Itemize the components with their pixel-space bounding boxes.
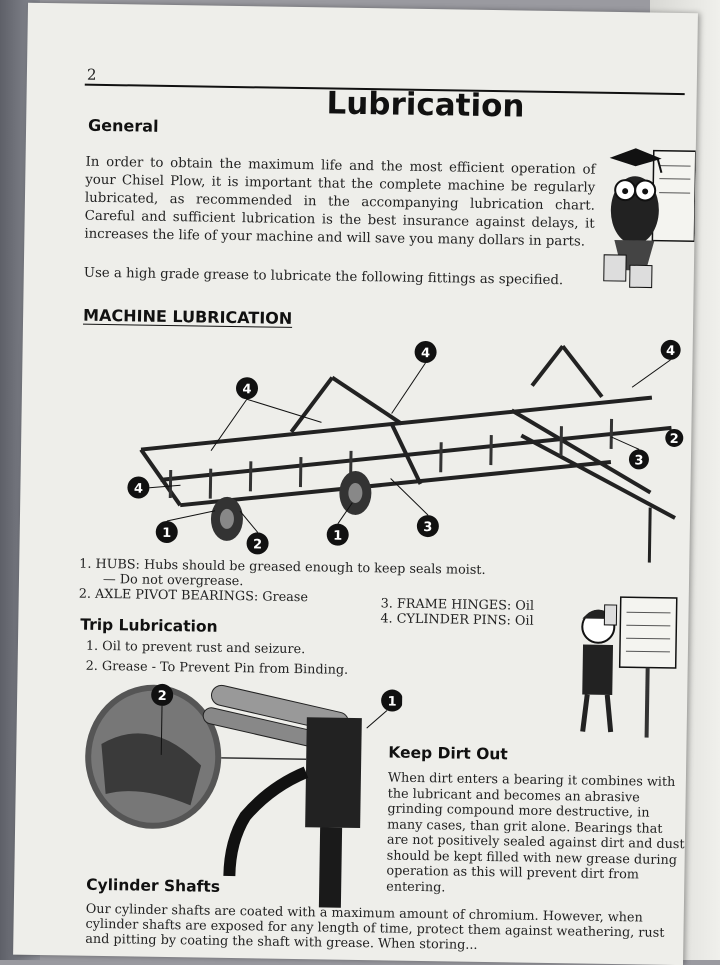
mechanic-mascot-illustration	[556, 586, 678, 748]
chisel-plow-diagram: 4 4 4 4 1 1 2 2 3 3	[89, 319, 693, 568]
cylinder-shafts-text: Our cylinder shafts are coated with a ma…	[85, 902, 686, 956]
page-number: 2	[87, 66, 97, 84]
callout-number: 4	[666, 344, 675, 359]
manual-page: 2 Lubrication General In order to obtain…	[13, 3, 698, 965]
callout-number: 1	[333, 529, 342, 544]
callout-number: 4	[421, 346, 430, 361]
grease-instruction: Use a high grade grease to lubricate the…	[84, 266, 564, 289]
callout-number: 1	[162, 526, 171, 541]
legend-axle-pivot: 2. AXLE PIVOT BEARINGS: Grease	[79, 587, 308, 606]
keep-dirt-out-heading: Keep Dirt Out	[388, 743, 508, 763]
callout-number: 4	[242, 382, 251, 397]
callout-number: 1	[387, 694, 396, 709]
general-paragraph: In order to obtain the maximum life and …	[84, 154, 595, 252]
callout-number: 3	[634, 453, 643, 468]
cylinder-shafts-heading: Cylinder Shafts	[86, 876, 220, 896]
owl-mascot-illustration	[593, 130, 696, 302]
trip-item-oil: 1. Oil to prevent rust and seizure.	[86, 639, 306, 657]
keep-dirt-out-text: When dirt enters a bearing it combines w…	[386, 770, 688, 899]
callout-number: 2	[670, 432, 679, 447]
general-heading: General	[88, 116, 159, 136]
callout-number: 4	[134, 481, 143, 496]
callout-number: 2	[253, 537, 262, 552]
legend-cylinder-pins: 4. CYLINDER PINS: Oil	[380, 611, 533, 628]
callout-number: 2	[158, 689, 167, 704]
callout-number: 3	[423, 520, 432, 535]
trip-lubrication-heading: Trip Lubrication	[80, 616, 218, 636]
